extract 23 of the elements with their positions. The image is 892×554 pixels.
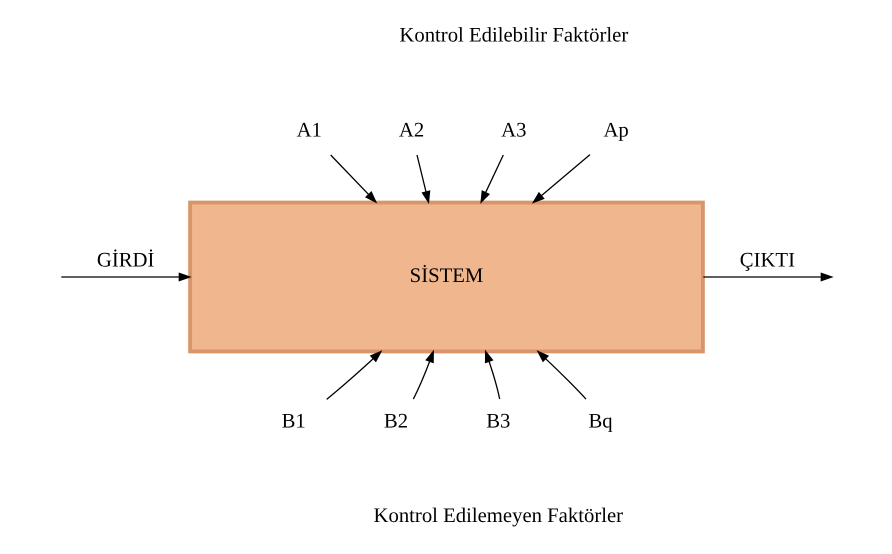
arrow [702,272,834,282]
node-text: Bq [588,410,612,433]
node-text: A3 [500,119,526,142]
arrow [484,350,500,400]
node-text: A1 [296,119,322,142]
label: Kontrol Edilemeyen Faktörler [373,505,623,528]
node-text: Ap [602,119,628,142]
arrow [60,272,192,282]
node-text: B3 [486,410,510,433]
arrow [480,154,504,204]
node-text: B1 [281,410,306,433]
edge-label: ÇIKTI [739,249,794,272]
arrow [412,350,434,400]
node-text: B2 [383,410,408,433]
arrow [416,154,430,204]
arrow [536,350,586,400]
arrow [330,154,377,204]
node-text: A2 [398,119,424,142]
arrow [531,154,590,204]
label: Kontrol Edilebilir Faktörler [398,24,628,47]
edge-label: GİRDİ [96,249,154,272]
arrow [326,350,382,400]
node-box: SİSTEM [188,200,704,354]
